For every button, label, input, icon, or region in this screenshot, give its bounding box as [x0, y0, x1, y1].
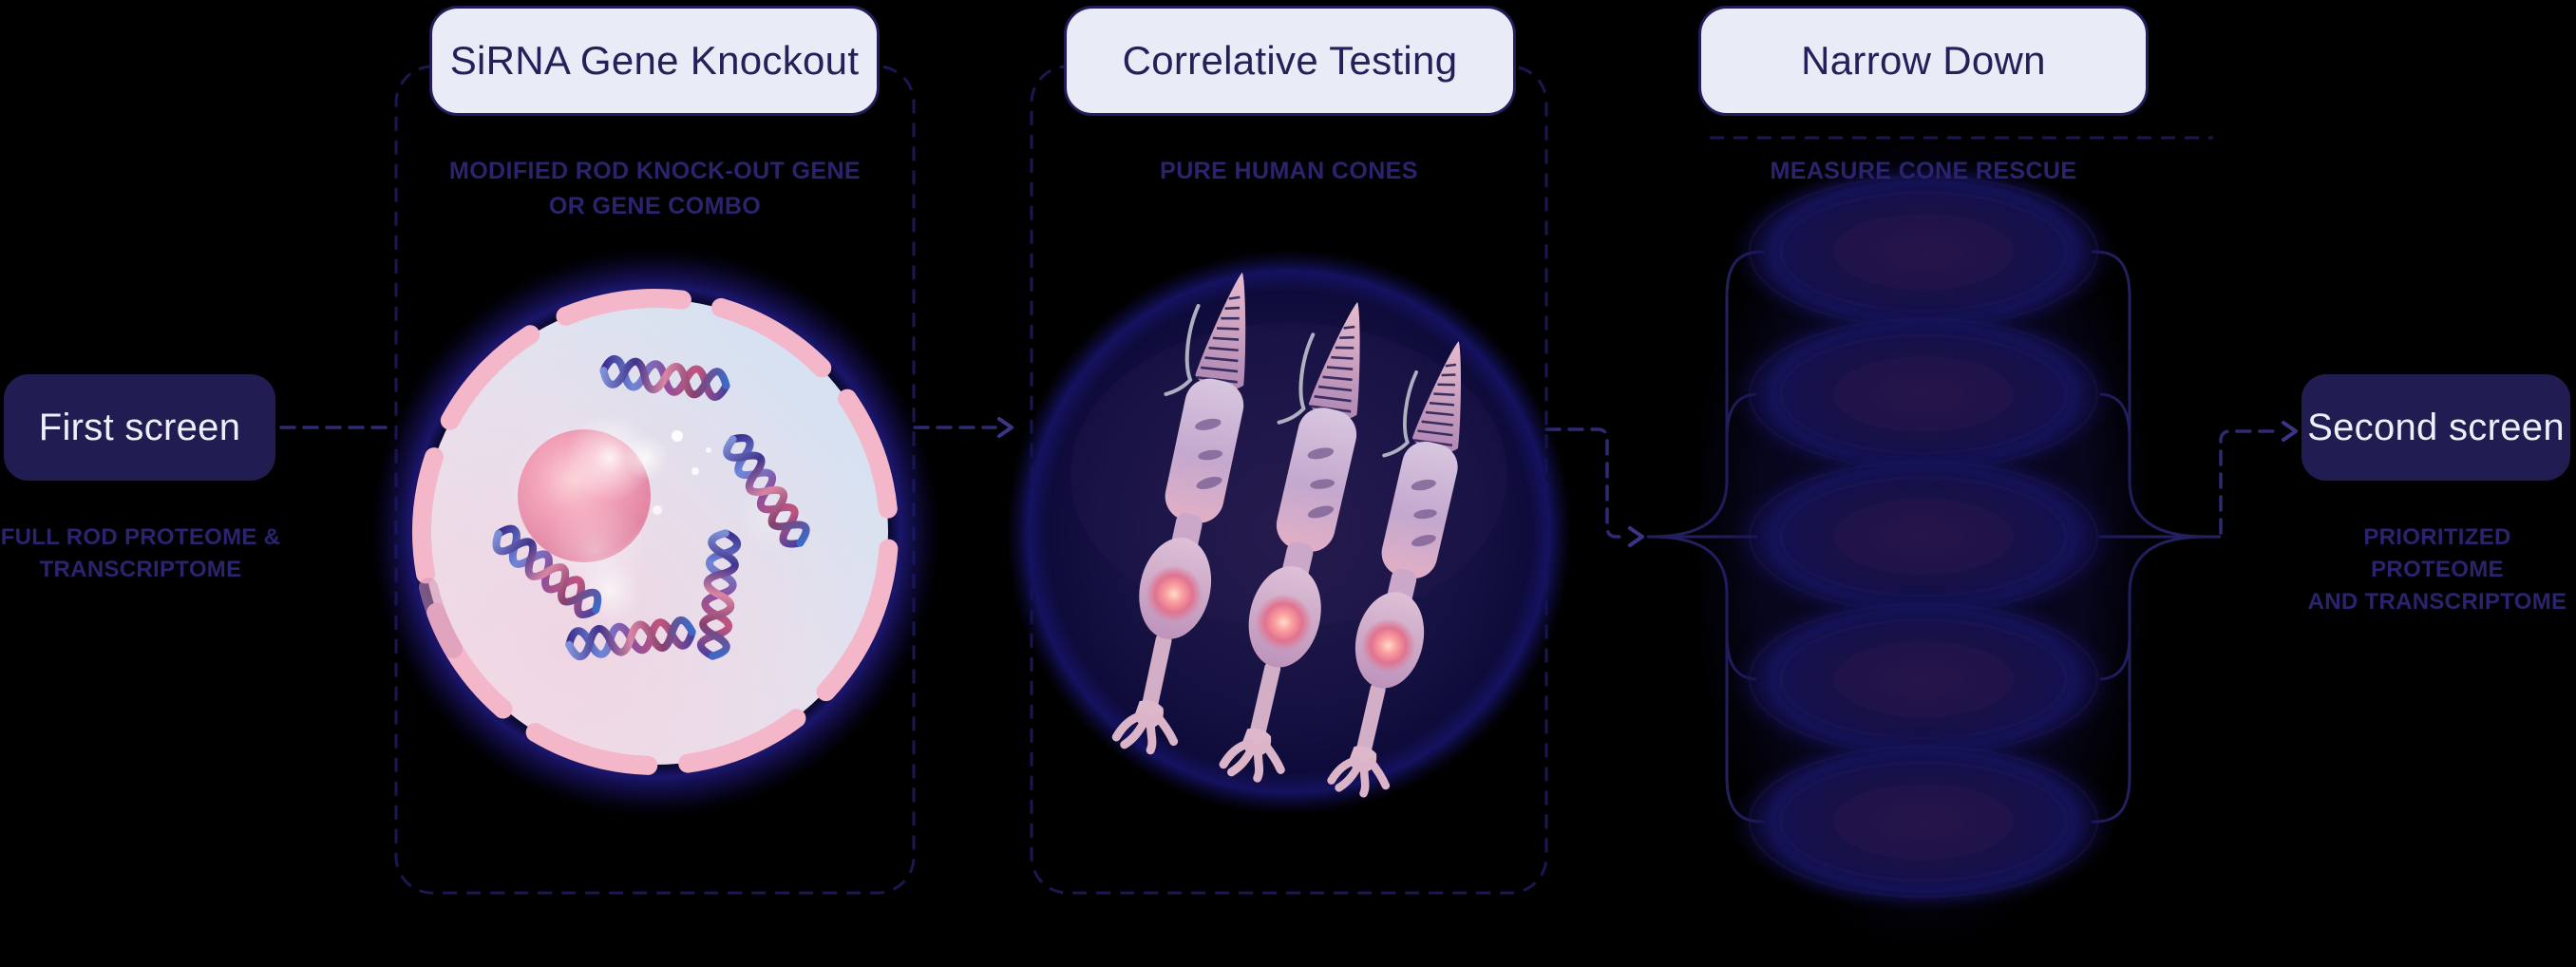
stage-title: SiRNA Gene Knockout: [449, 38, 860, 83]
dark-cell-oval: [1727, 730, 2120, 914]
arrowheads: [997, 417, 2298, 547]
dashed-connectors: [279, 426, 2282, 539]
subtitle-line: AND TRANSCRIPTOME: [2307, 589, 2567, 615]
subtitle-line: FULL ROD PROTEOME &: [0, 524, 281, 550]
arrow-icon: [997, 417, 1013, 438]
stage-pill-sirna-gene-knockout: SiRNA Gene Knockout: [429, 6, 880, 116]
stacked-dark-cells-icon: [1700, 119, 2147, 955]
cell-membrane: [412, 289, 899, 775]
second-screen-subtitle: PRIORITIZED PROTEOME AND TRANSCRIPTOME: [2295, 521, 2576, 618]
stage-subtitle-knockout: MODIFIED ROD KNOCK-OUT GENE OR GENE COMB…: [396, 154, 914, 224]
subtitle-line: TRANSCRIPTOME: [39, 557, 242, 582]
subtitle-line: OR GENE COMBO: [548, 193, 762, 219]
connector-correlative-to-narrow: [1544, 427, 1628, 539]
subtitle-line: MEASURE CONE RESCUE: [1770, 158, 2077, 184]
lens-flare: [543, 414, 804, 623]
second-screen-node: Second screen: [2301, 374, 2570, 481]
cell-membrane-shadow: [412, 289, 899, 775]
first-screen-node: First screen: [4, 374, 275, 481]
stage-subtitle-narrow: MEASURE CONE RESCUE: [1667, 154, 2180, 189]
arrow-icon: [1628, 526, 1644, 547]
nucleus-with-dna-strands-icon: [370, 247, 940, 817]
arrow-icon: [2282, 421, 2298, 442]
stage-subtitle-correlative: PURE HUMAN CONES: [1032, 154, 1546, 189]
connector-narrow-to-second: [2219, 429, 2282, 535]
stage-title: Correlative Testing: [1122, 38, 1458, 83]
first-screen-subtitle: FULL ROD PROTEOME & TRANSCRIPTOME: [0, 521, 281, 586]
subtitle-line: PURE HUMAN CONES: [1160, 158, 1418, 184]
stage-pill-correlative-testing: Correlative Testing: [1064, 6, 1516, 116]
subtitle-line: PRIORITIZED PROTEOME: [2363, 524, 2511, 582]
node-label: Second screen: [2307, 406, 2565, 448]
stage-title: Narrow Down: [1801, 38, 2046, 83]
subtitle-line: MODIFIED ROD KNOCK-OUT GENE: [448, 158, 862, 184]
node-label: First screen: [38, 406, 241, 448]
stage-pill-narrow-down: Narrow Down: [1698, 6, 2149, 116]
cone-photoreceptor-cells-icon: [1006, 249, 1572, 815]
